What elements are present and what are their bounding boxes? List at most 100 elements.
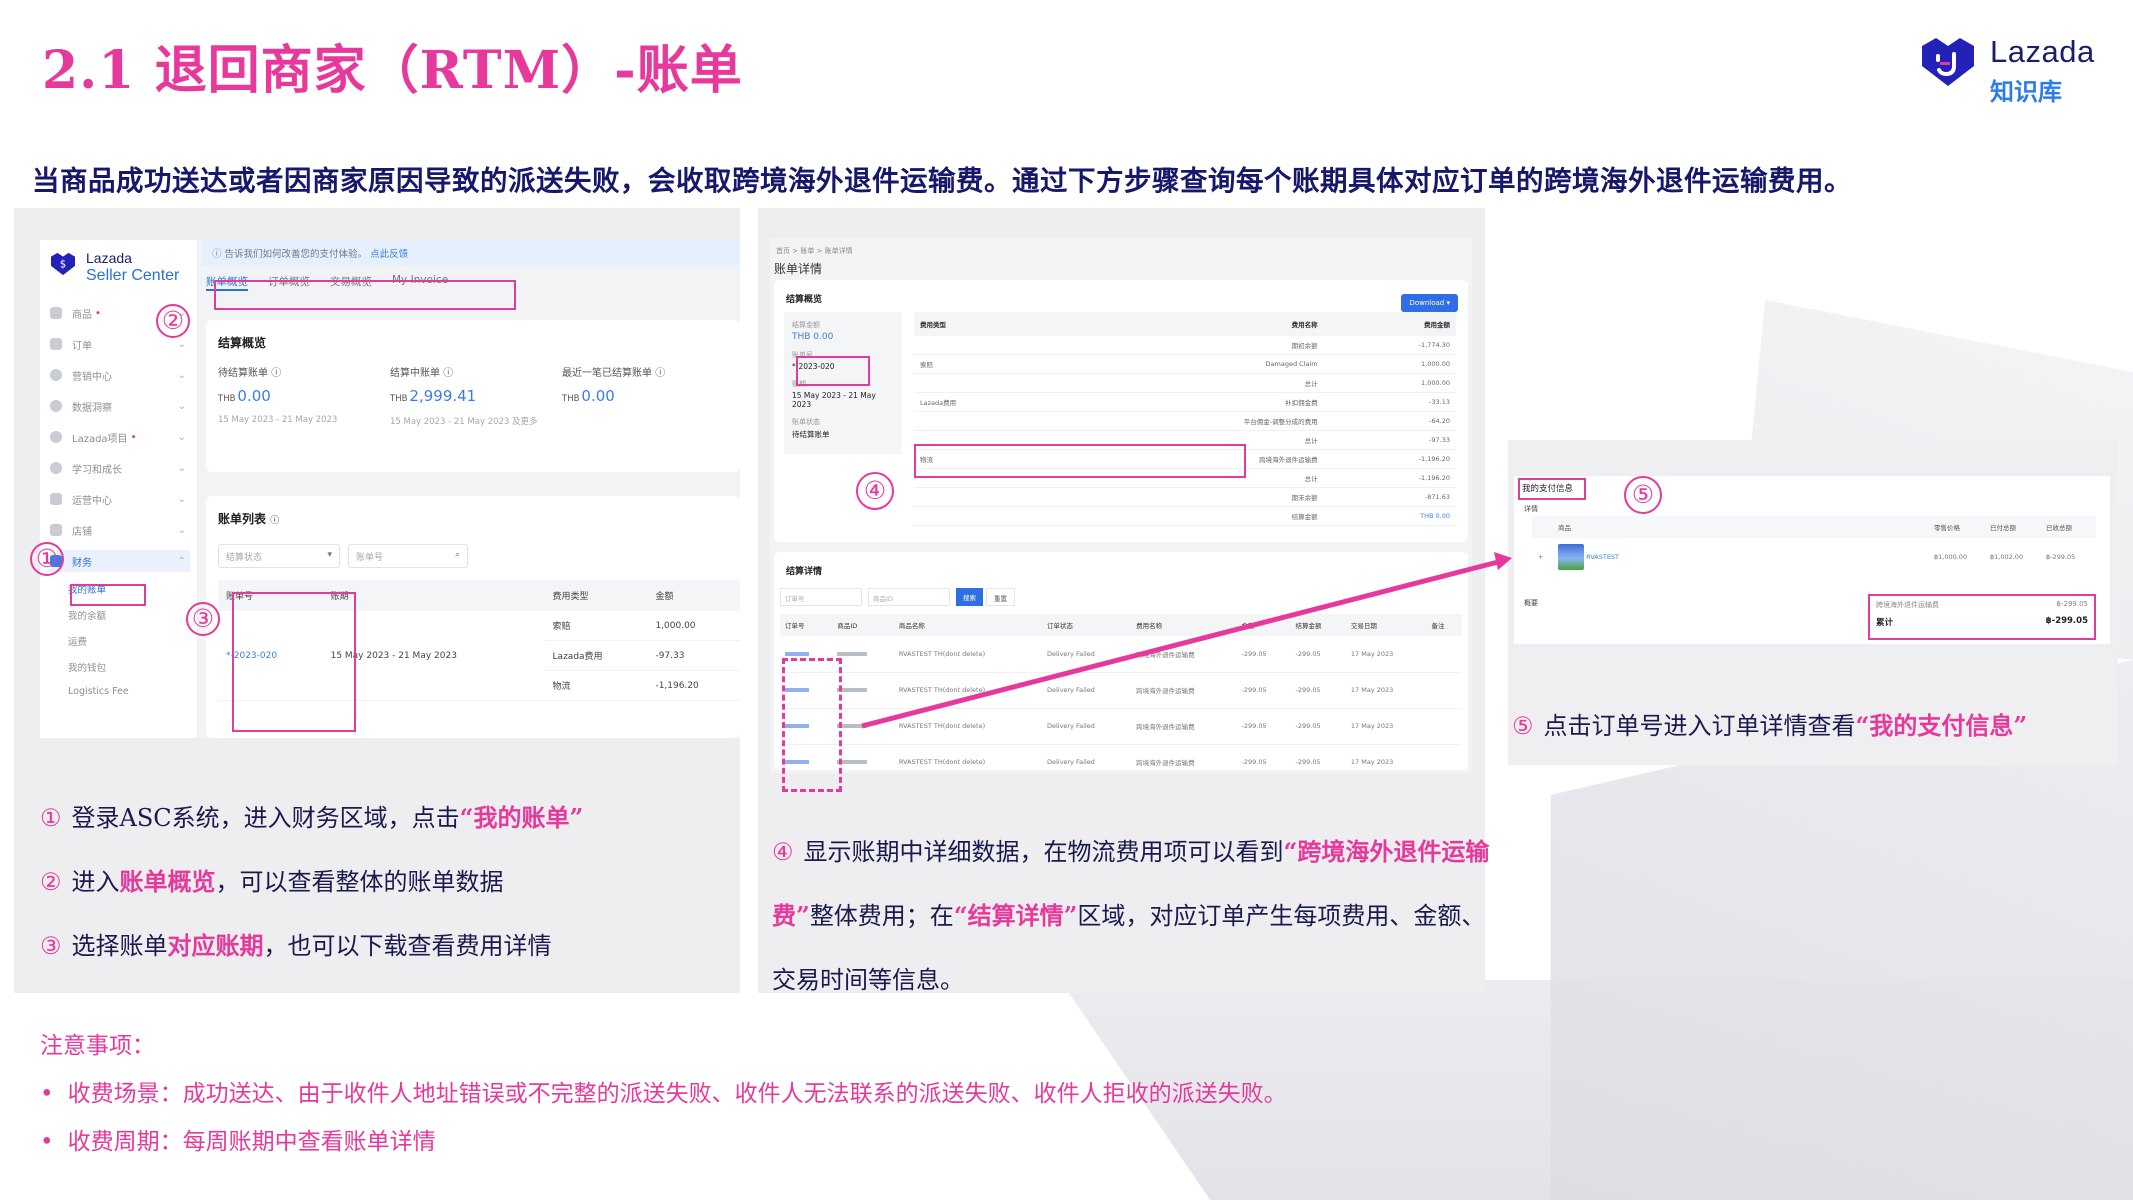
reset-button[interactable]: 重置 [986, 588, 1015, 606]
fee-type: Lazada费用 [914, 392, 1062, 412]
column-header: 零售价格 [1928, 516, 1984, 538]
sidebar-subitem-wallet[interactable]: 我的钱包 [68, 663, 107, 674]
sidebar-item-operations[interactable]: 运营中心⌄ [50, 488, 190, 510]
order-number-link[interactable] [780, 708, 833, 745]
sidebar-item-data-insights[interactable]: 数据洞察⌄ [50, 395, 190, 417]
payment-info-title: 我的支付信息 [1522, 484, 1574, 494]
summary-label: 账单状态 [792, 418, 820, 426]
sidebar-item-label: Lazada项目 [72, 433, 128, 445]
lazada-logo: Lazada 知识库 [1920, 32, 2120, 106]
step-text: ，也可以下载查看费用详情 [263, 932, 552, 960]
summary-label: 概要 [1524, 599, 1538, 607]
search-button[interactable]: 搜索 [956, 588, 983, 606]
fee-type [914, 468, 1062, 488]
stat-value: 2,999.41 [409, 387, 477, 405]
fee-amount: -64.20 [1323, 411, 1456, 431]
cell-name: RVASTEST TH(dont delete) [893, 708, 1042, 745]
step-text: 点击订单号进入订单详情查看 [1543, 712, 1856, 740]
sidebar-subitem-shipping[interactable]: 运费 [68, 637, 88, 648]
info-icon: ⓘ [212, 249, 225, 260]
expand-icon[interactable]: + [1538, 553, 1544, 561]
column-header: 结算金额 [1290, 614, 1346, 636]
stat-label: 待结算账单 [218, 368, 268, 379]
step-number: ⑤ [1512, 712, 1534, 740]
column-header: 已收总额 [2040, 516, 2096, 538]
sidebar-item-marketing[interactable]: 营销中心⌄ [50, 364, 190, 386]
step-text: 显示账期中详细数据，在物流费用项可以看到 [803, 838, 1284, 866]
bill-list-card: 账单列表 ⓘ 结算状态▾ 账单号⌕ 账单号 账期 费用类型 金额 *-2023-… [206, 496, 740, 738]
breadcrumb: 首页 > 账单 > 账单详情 [776, 247, 853, 255]
step-panel-1: $ Lazada Seller Center 商品•⌄ 订单⌄ 营销中心⌄ 数据… [14, 208, 740, 993]
fee-amount: -97.33 [1323, 430, 1456, 450]
sidebar-subitem-logistics-fee[interactable]: Logistics Fee [68, 686, 129, 697]
search-icon: ⌕ [454, 550, 460, 560]
bill-summary-box: 结算金额 THB 0.00 账单号 *-2023-020 账期 15 May 2… [784, 312, 902, 454]
fee-value: ฿-299.05 [2056, 600, 2088, 608]
payment-summary-box: 跨境海外退件运输费฿-299.05 累计฿-299.05 [1868, 594, 2096, 640]
select-placeholder: 结算状态 [226, 553, 263, 563]
lazada-heart-icon: $ [51, 252, 75, 276]
download-button[interactable]: Download ▾ [1401, 294, 1458, 312]
order-number-link[interactable] [780, 636, 833, 673]
caret-down-icon: ▾ [327, 550, 332, 560]
tab-order-overview[interactable]: 订单概览 [268, 276, 310, 288]
product-name-link[interactable]: RVASTEST [1586, 553, 1620, 561]
step-marker-2: ② [156, 304, 190, 338]
sidebar-item-orders[interactable]: 订单⌄ [50, 333, 190, 355]
summary-row: 累计฿-299.05 [1876, 616, 2088, 628]
column-header: 订单号 [780, 614, 833, 636]
column-header: 费用类型 [914, 312, 1062, 336]
cell-fee: 跨境海外退件运输费 [1131, 672, 1237, 709]
bill-number-link[interactable]: *-2023-020 [218, 611, 323, 701]
column-header: 金额 [1236, 614, 1291, 636]
info-icon: ⓘ [443, 368, 454, 379]
product-thumbnail [1558, 544, 1584, 570]
summary-label: 账单号 [792, 351, 813, 359]
fee-type [914, 487, 1062, 507]
column-header: 费用名称 [1131, 614, 1237, 636]
highlight-order-numbers [782, 658, 842, 792]
sidebar-subitem-my-balance[interactable]: 我的余额 [68, 611, 107, 622]
step-emphasis: “我的支付信息” [1855, 711, 2028, 740]
cell-amount: -299.05 [1236, 636, 1291, 673]
svg-text:$: $ [60, 260, 66, 271]
marketing-icon [50, 369, 62, 381]
sidebar-item-learning[interactable]: 学习和成长⌄ [50, 457, 190, 479]
fee-name: Damaged Claim [1061, 354, 1324, 374]
fee-amount: -871.63 [1323, 487, 1456, 507]
fee-amount: 1,000.00 [1323, 354, 1456, 374]
step-emphasis: “跨境海外退件运输费” [772, 837, 1490, 930]
step-emphasis: 对应账期 [167, 931, 264, 960]
bill-number-search[interactable]: 账单号⌕ [348, 544, 468, 568]
card-title: 结算详情 [786, 567, 823, 577]
table-row: 总计-1,196.20 [914, 468, 1456, 488]
tab-bill-overview[interactable]: 账单概览 [206, 274, 248, 291]
step-text: 整体费用；在 [809, 902, 954, 930]
sidebar-item-label: 运营中心 [72, 495, 112, 507]
product-id-input[interactable]: 商品ID [868, 588, 950, 606]
fee-name: 跨境海外退件运输费 [1061, 449, 1324, 469]
page-title: 账单详情 [774, 262, 823, 276]
sidebar-item-finance[interactable]: 财务⌃ [50, 550, 190, 572]
fee-name: 总计 [1061, 373, 1324, 393]
order-number-link[interactable] [780, 744, 833, 773]
cell-fee: 跨境海外退件运输费 [1131, 744, 1237, 773]
order-number-input[interactable]: 订单号 [780, 588, 862, 606]
tab-transaction-overview[interactable]: 交易概览 [330, 276, 372, 288]
chevron-down-icon: ⌄ [177, 338, 186, 350]
feedback-link[interactable]: 点此反馈 [370, 249, 409, 260]
settlement-status-select[interactable]: 结算状态 ▾ [218, 544, 340, 568]
sidebar-subitem-my-bills[interactable]: 我的账单 [68, 585, 107, 596]
order-number-link[interactable] [780, 672, 833, 709]
sidebar-item-lazada-programs[interactable]: Lazada项目•⌄ [50, 426, 190, 448]
stat-period: 15 May 2023 - 21 May 2023 及更多 [390, 417, 538, 427]
sidebar-item-store[interactable]: 店铺⌄ [50, 519, 190, 541]
table-row: 期末余额-871.63 [914, 487, 1456, 507]
summary-value: *-2023-020 [792, 362, 835, 371]
